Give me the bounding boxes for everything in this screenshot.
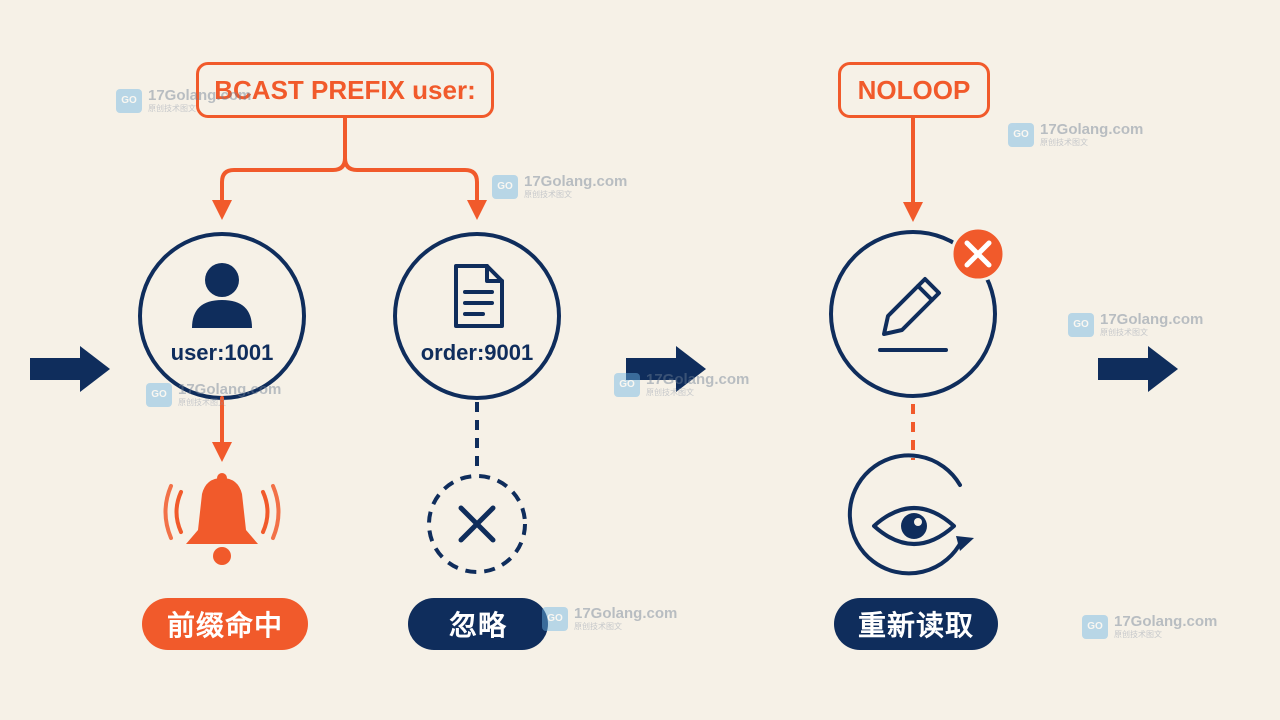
prefix-hit-badge: 前缀命中 (142, 598, 308, 650)
ignore-badge: 忽略 (408, 598, 548, 650)
watermark-logo-icon: GO (492, 174, 518, 199)
x-icon (458, 505, 496, 543)
watermark-logo-icon: GO (1068, 312, 1094, 337)
document-icon (454, 264, 504, 328)
pencil-icon (878, 277, 948, 352)
noloop-command-box: NOLOOP (838, 62, 990, 118)
write-node-circle (829, 230, 997, 398)
bell-icon (163, 473, 281, 565)
watermark-logo-icon: GO (614, 372, 640, 397)
watermark-logo-icon: GO (542, 606, 568, 631)
prefix-hit-label: 前缀命中 (166, 609, 283, 642)
reread-label: 重新读取 (857, 609, 974, 642)
noloop-command-label: NOLOOP (857, 74, 971, 105)
user-key-label: user:1001 (170, 340, 274, 365)
ignore-label: 忽略 (448, 609, 507, 642)
watermark-logo-icon: GO (1082, 614, 1108, 639)
watermark-logo-icon: GO (116, 88, 142, 113)
arrow-right-icon (626, 346, 706, 392)
reread-badge: 重新读取 (834, 598, 998, 650)
watermark-logo-icon: GO (1008, 122, 1034, 147)
arrow-right-icon (1098, 346, 1178, 392)
bcast-command-box: BCAST PREFIX user: (196, 62, 494, 118)
arrow-right-icon (30, 346, 110, 392)
watermark-logo-icon: GO (146, 382, 172, 407)
bcast-branch-connector (212, 116, 487, 220)
eye-refresh-icon (847, 453, 974, 576)
bcast-command-label: BCAST PREFIX user: (214, 74, 476, 105)
ignore-circle (427, 474, 527, 574)
user-icon (192, 263, 252, 328)
order-key-label: order:9001 (420, 340, 534, 365)
x-badge-icon (950, 226, 1006, 282)
